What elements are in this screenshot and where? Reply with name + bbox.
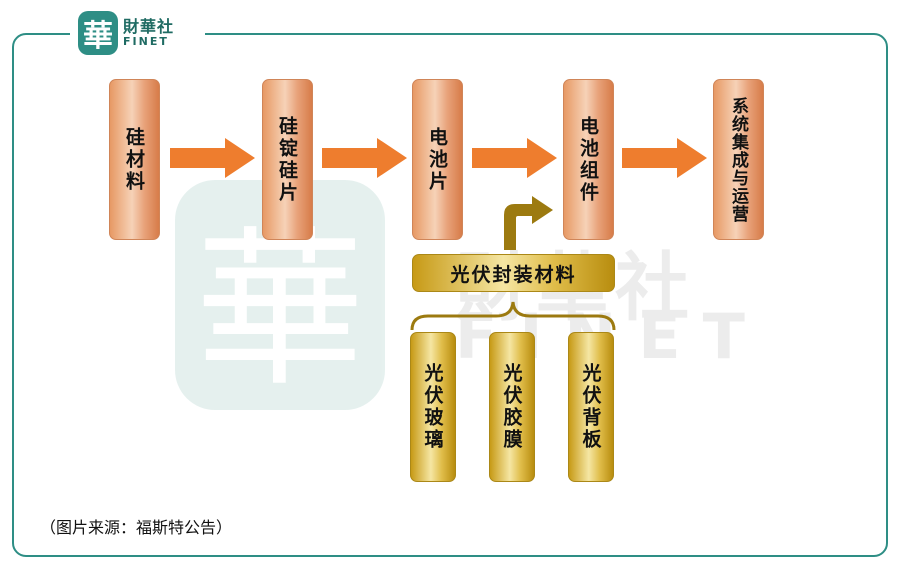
node-system-integration: 系统集成与运营 [713, 79, 764, 240]
node-label: 电池组件 [577, 115, 599, 204]
node-solar-module: 电池组件 [563, 79, 614, 240]
logo-name-en: FINET [123, 34, 169, 48]
node-label: 光伏背板 [579, 363, 602, 451]
node-silicon-ingot-wafer: 硅锭硅片 [262, 79, 313, 240]
node-label: 光伏封装材料 [450, 263, 577, 286]
node-label: 光伏玻璃 [421, 363, 444, 451]
arrow-right-icon [472, 138, 557, 178]
node-pv-film: 光伏胶膜 [489, 332, 535, 482]
node-label: 系统集成与运营 [728, 96, 748, 223]
arrow-right-icon [622, 138, 707, 178]
logo-name-cn: 財華社 [123, 16, 175, 36]
node-solar-cell: 电池片 [412, 79, 463, 240]
node-label: 硅锭硅片 [276, 115, 298, 204]
source-caption: （图片来源：福斯特公告） [40, 518, 233, 537]
node-silicon-material: 硅材料 [109, 79, 160, 240]
node-pv-packaging-material: 光伏封装材料 [412, 254, 615, 292]
logo-text: 財華社 FINET [123, 16, 175, 48]
diagram-frame [12, 33, 888, 557]
node-label: 硅材料 [123, 126, 145, 193]
arrow-right-icon [322, 138, 407, 178]
logo-seal: 華 [78, 11, 118, 55]
node-pv-glass: 光伏玻璃 [410, 332, 456, 482]
logo: 華 財華社 FINET [70, 8, 205, 58]
node-label: 电池片 [426, 126, 448, 193]
arrow-right-icon [170, 138, 255, 178]
node-label: 光伏胶膜 [500, 363, 523, 451]
node-pv-backsheet: 光伏背板 [568, 332, 614, 482]
